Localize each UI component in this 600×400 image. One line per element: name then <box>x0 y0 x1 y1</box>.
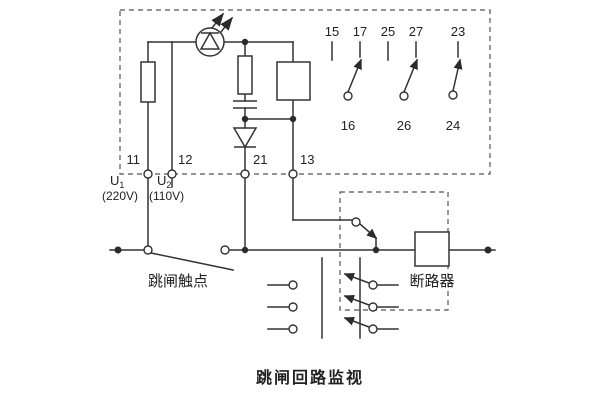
terminal-13-node <box>288 169 298 179</box>
diagram-title: 跳闸回路监视 <box>256 368 364 387</box>
aux-row3-right-node <box>368 324 378 334</box>
aux-row3-left-node <box>288 324 298 334</box>
terminal-12-node <box>167 169 177 179</box>
contact-label-27: 27 <box>409 24 423 39</box>
breaker-aux-blade <box>358 222 378 240</box>
contact-blade-23-24 <box>452 58 463 92</box>
aux-row1-left-node <box>288 280 298 290</box>
led-emission-arrow-2 <box>219 16 234 34</box>
terminal-26-node <box>399 91 409 101</box>
trip-contact-left-node <box>143 245 153 255</box>
u1-voltage-label: (220V) <box>102 189 138 203</box>
trip-contact-blade <box>150 252 234 271</box>
capacitor <box>233 100 257 109</box>
breaker-aux-node <box>351 217 361 227</box>
terminal-nodes <box>143 90 458 334</box>
diode <box>232 127 258 149</box>
terminal-21-node <box>240 169 250 179</box>
terminal-16-node <box>343 91 353 101</box>
contact-label-26: 26 <box>397 118 411 133</box>
relay-dashed-enclosure <box>119 9 491 175</box>
terminal-label-21: 21 <box>253 152 267 167</box>
contact-label-17: 17 <box>353 24 367 39</box>
wires <box>109 41 496 339</box>
terminal-label-11: 11 <box>127 152 141 167</box>
contact-label-15: 15 <box>325 24 339 39</box>
u1-label: U1 <box>110 173 124 190</box>
terminal-11-node <box>143 169 153 179</box>
trip-contact-right-node <box>220 245 230 255</box>
contact-label-23: 23 <box>451 24 465 39</box>
terminal-label-13: 13 <box>300 152 314 167</box>
aux-row1-blade <box>343 272 370 284</box>
aux-row2-right-node <box>368 302 378 312</box>
changeover-blade-15-17 <box>347 58 362 93</box>
contact-label-24: 24 <box>446 118 460 133</box>
trip-contact-label: 跳闸触点 <box>148 273 208 290</box>
relay-coil-box <box>276 61 311 101</box>
breaker-label: 断路器 <box>409 273 454 290</box>
circuit-breaker-box <box>414 231 450 267</box>
u2-label: U2 <box>157 173 171 190</box>
resistor-1 <box>140 61 156 103</box>
led-indicator <box>195 12 234 57</box>
contact-label-25: 25 <box>381 24 395 39</box>
components <box>140 12 450 267</box>
contact-blades <box>150 58 463 328</box>
changeover-blade-25-27 <box>403 58 418 93</box>
u2-voltage-label: (110V) <box>149 189 184 203</box>
aux-row1-right-node <box>368 280 378 290</box>
resistor-2 <box>237 55 253 95</box>
contact-label-16: 16 <box>341 118 355 133</box>
junction-dots <box>114 38 492 254</box>
labels: 11 12 21 13 15 17 25 27 23 16 26 24 U1 (… <box>102 24 465 387</box>
terminal-label-12: 12 <box>178 152 192 167</box>
aux-row2-blade <box>343 294 370 306</box>
led-emission-arrow-1 <box>210 12 225 30</box>
aux-row2-left-node <box>288 302 298 312</box>
aux-row3-blade <box>343 316 370 328</box>
terminal-24-node <box>448 90 458 100</box>
